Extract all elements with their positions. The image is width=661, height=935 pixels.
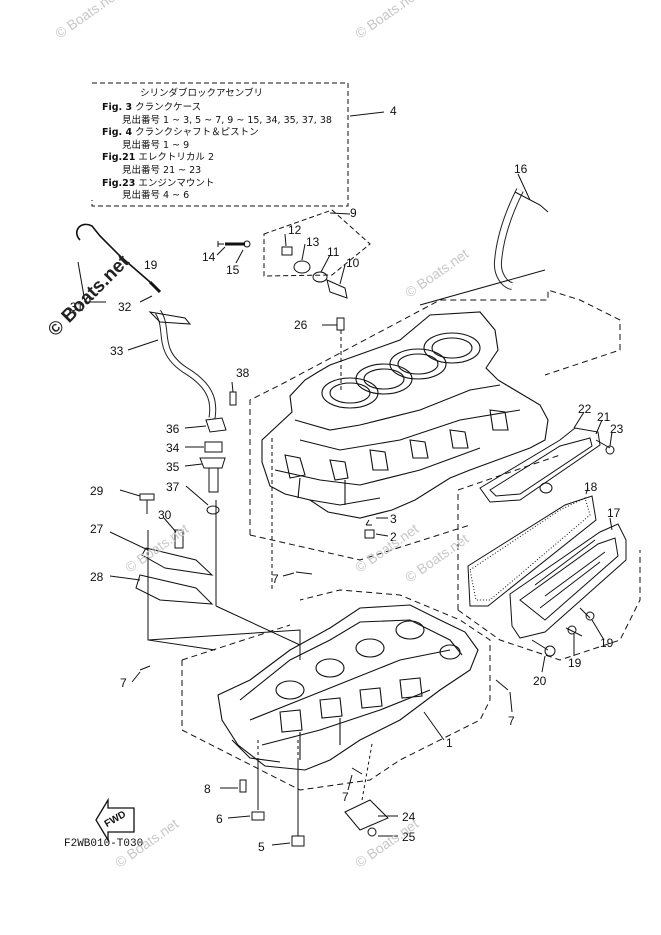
- part-ref-7: 7: [272, 572, 279, 586]
- title-line: Fig. 4 クランクシャフト＆ピストン: [102, 127, 259, 139]
- title-line-text: 見出番号 21 ~ 23: [122, 165, 202, 176]
- part-ref-7: 7: [342, 790, 349, 804]
- mount-plate: [344, 799, 389, 831]
- part-ref-26: 26: [294, 318, 308, 332]
- part-ref-20: 20: [533, 674, 547, 688]
- part-ref-19: 19: [568, 656, 582, 670]
- title-line-text: エンジンマウント: [138, 177, 215, 189]
- part-ref-10: 10: [346, 256, 360, 270]
- part-ref-31: 31: [70, 300, 84, 314]
- part-ref-2: 2: [390, 530, 397, 544]
- title-line: Fig.23 エンジンマウント: [102, 178, 214, 190]
- part-ref-17: 17: [607, 506, 621, 520]
- title-line-text: クランクケース: [135, 102, 202, 113]
- dipstick-guide-tube: [154, 310, 217, 419]
- part-ref-21: 21: [597, 410, 611, 424]
- side-cover-gasket: [469, 497, 591, 601]
- part-ref-1: 1: [446, 736, 453, 750]
- part-ref-30: 30: [158, 508, 172, 522]
- part-ref-34: 34: [166, 441, 180, 455]
- part-ref-29: 29: [90, 484, 104, 498]
- drawing-code: F2WB010-T030: [64, 838, 144, 850]
- part-ref-5: 5: [258, 840, 265, 854]
- lower-crankcase: [217, 604, 479, 771]
- part-ref-12: 12: [288, 223, 302, 237]
- fwd-arrow: [95, 797, 135, 843]
- title-line-text: エレクトリカル 2: [138, 152, 214, 164]
- part-ref-23: 23: [610, 422, 624, 436]
- part-ref-8: 8: [204, 782, 211, 796]
- part-ref-22: 22: [578, 402, 592, 416]
- breather-gasket: [135, 574, 214, 605]
- part-ref-6: 6: [216, 812, 223, 826]
- dipstick: [76, 223, 151, 283]
- part-ref-24: 24: [402, 810, 416, 824]
- title-line: 見出番号 21 ~ 23: [122, 165, 201, 177]
- part-ref-19: 19: [600, 636, 614, 650]
- side-cover: [509, 523, 627, 639]
- fig-ref: Fig.21: [102, 152, 136, 164]
- title-line: 見出番号 1 ~ 3, 5 ~ 7, 9 ~ 15, 34, 35, 37, 3…: [122, 115, 332, 127]
- cylinder-block: [261, 311, 549, 519]
- part-ref-35: 35: [166, 460, 180, 474]
- part-ref-27: 27: [90, 522, 104, 536]
- part-ref-11: 11: [327, 245, 340, 259]
- part-ref-15: 15: [226, 263, 240, 277]
- part-ref-16: 16: [514, 162, 528, 176]
- water-jacket-cover: [479, 427, 615, 503]
- part-ref-7: 7: [120, 676, 127, 690]
- breather-cover: [141, 547, 214, 576]
- part-ref-4: 4: [390, 104, 397, 118]
- title-line: Fig.21 エレクトリカル 2: [102, 152, 214, 164]
- part-ref-19: 19: [144, 258, 158, 272]
- part-ref-32: 32: [118, 300, 132, 314]
- part-ref-36: 36: [166, 422, 180, 436]
- part-ref-9: 9: [350, 206, 357, 220]
- part-ref-7: 7: [508, 714, 515, 728]
- part-ref-14: 14: [202, 250, 216, 264]
- title-line-text: 見出番号 4 ~ 6: [122, 190, 190, 202]
- title-line: Fig. 3 クランクケース: [102, 102, 201, 114]
- part-ref-28: 28: [90, 570, 104, 584]
- part-ref-3: 3: [390, 512, 397, 526]
- fig-ref: Fig.23: [102, 177, 136, 189]
- part-ref-37: 37: [166, 480, 180, 494]
- title-heading: シリンダブロックアセンブリ: [140, 88, 264, 99]
- fig-ref: Fig. 3: [102, 102, 133, 113]
- fig-ref: Fig. 4: [102, 127, 133, 139]
- title-box-frame: [91, 82, 349, 207]
- title-line: 見出番号 1 ~ 9: [122, 140, 189, 152]
- part-ref-38: 38: [236, 366, 250, 380]
- part-ref-25: 25: [402, 830, 416, 844]
- part-ref-13: 13: [306, 235, 320, 249]
- part-ref-33: 33: [110, 344, 124, 358]
- title-line-text: 見出番号 1 ~ 3, 5 ~ 7, 9 ~ 15, 34, 35, 37, 3…: [122, 114, 332, 126]
- title-line-text: 見出番号 1 ~ 9: [122, 139, 190, 151]
- part-ref-18: 18: [584, 480, 598, 494]
- title-line: 見出番号 4 ~ 6: [122, 190, 189, 202]
- title-line-text: クランクシャフト＆ピストン: [135, 127, 259, 139]
